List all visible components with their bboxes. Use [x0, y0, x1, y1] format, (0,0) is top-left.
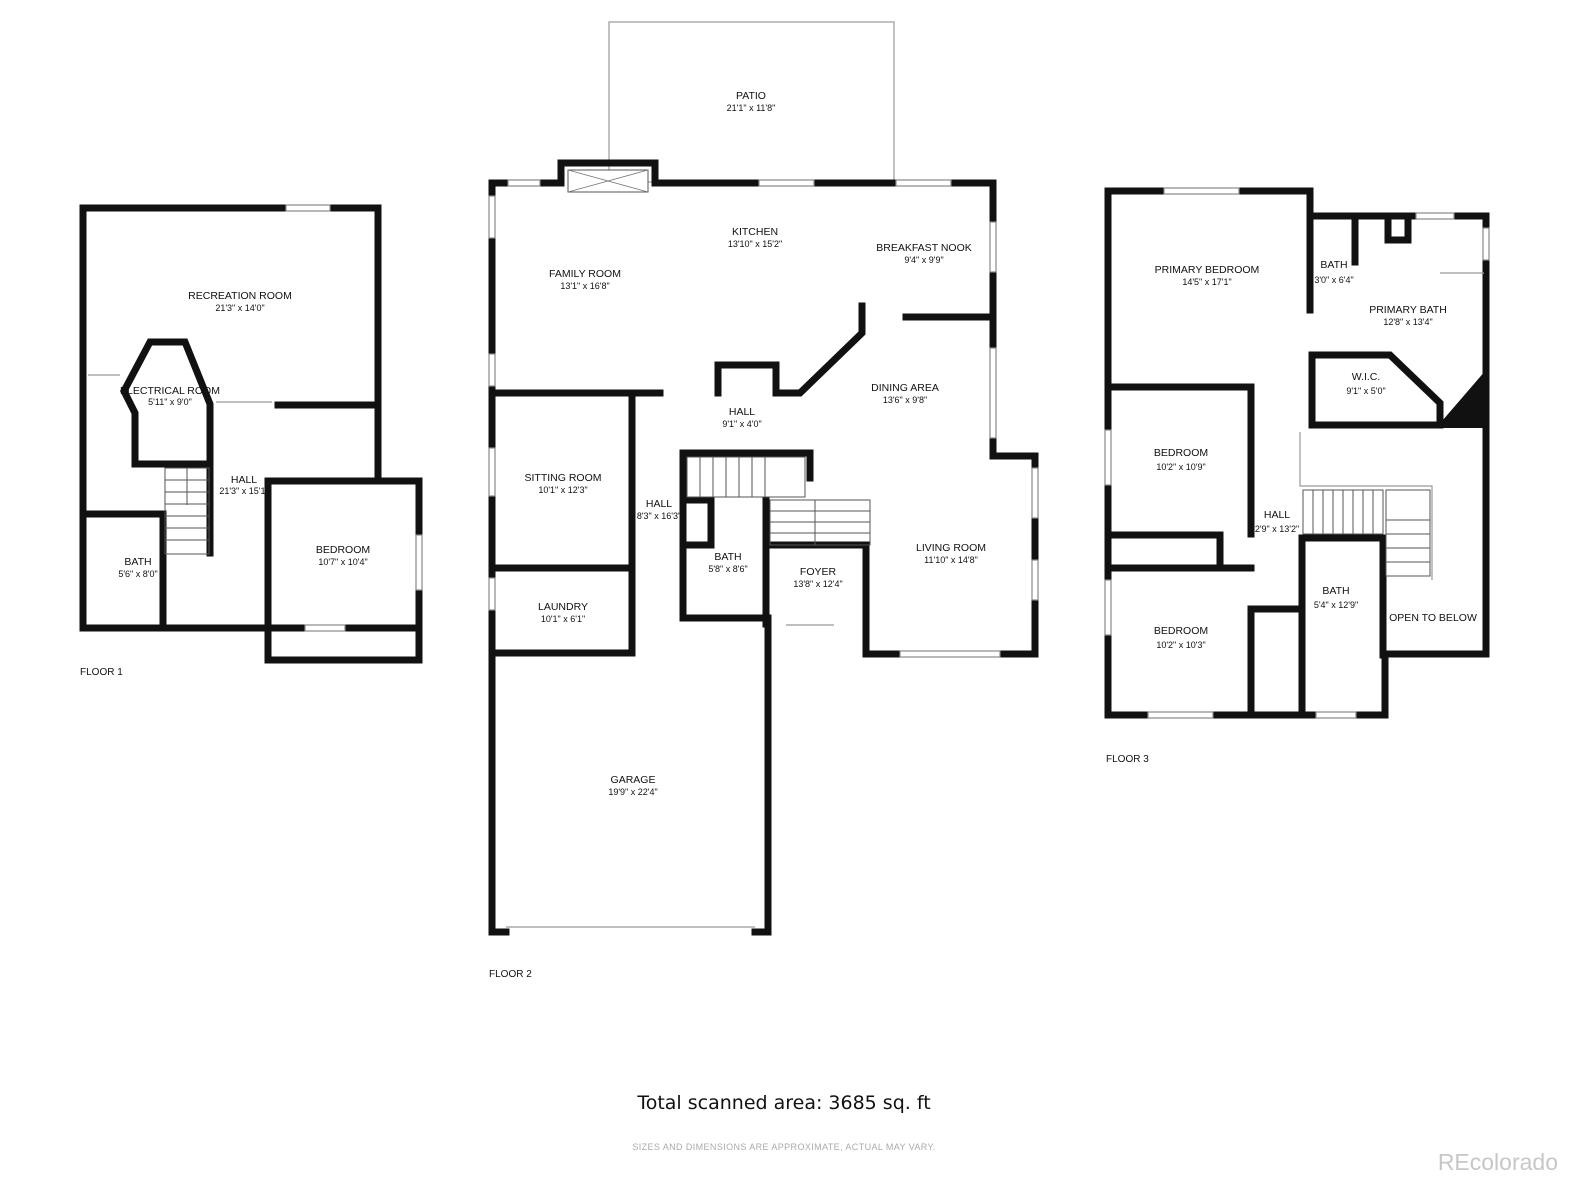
room-dimensions: 10'1" x 6'1" — [541, 614, 585, 624]
room-dimensions: 8'3" x 16'3" — [637, 511, 681, 521]
floor-3-label: FLOOR 3 — [1106, 754, 1149, 765]
room-dimensions: 13'10" x 15'2" — [728, 239, 782, 249]
room-name: LAUNDRY — [538, 601, 588, 613]
room-name: HALL — [646, 498, 672, 510]
room-name: FOYER — [800, 566, 837, 578]
disclaimer: SIZES AND DIMENSIONS ARE APPROXIMATE, AC… — [632, 1142, 935, 1152]
room-name: SITTING ROOM — [525, 472, 602, 484]
room-name: DINING AREA — [871, 382, 939, 394]
room-dimensions: 14'5" x 17'1" — [1182, 277, 1231, 287]
room-name: KITCHEN — [732, 226, 778, 238]
room-dimensions: 21'3" x 15'1" — [219, 486, 268, 496]
room-dimensions: 21'3" x 14'0" — [215, 303, 264, 313]
room-dimensions: 13'6" x 9'8" — [883, 395, 927, 405]
room-dimensions: 9'1" x 4'0" — [722, 419, 761, 429]
room-name: BATH — [1320, 259, 1347, 271]
total-area: Total scanned area: 3685 sq. ft — [636, 1092, 930, 1114]
room-name: BATH — [714, 551, 741, 563]
floor-1-plan — [79, 204, 423, 664]
brand-logo: REcolorado — [1438, 1149, 1558, 1175]
floor-1-label: FLOOR 1 — [80, 667, 123, 678]
room-dimensions: 21'1" x 11'8" — [727, 103, 776, 113]
room-dimensions: 19'9" x 22'4" — [608, 787, 657, 797]
room-dimensions: 5'11" x 9'0" — [148, 397, 192, 407]
room-dimensions: 10'2" x 10'9" — [1156, 462, 1205, 472]
room-dimensions: 13'1" x 16'8" — [560, 281, 609, 291]
room-dimensions: 3'0" x 6'4" — [1314, 275, 1353, 285]
room-name: RECREATION ROOM — [188, 290, 292, 302]
room-dimensions: 5'4" x 12'9" — [1314, 600, 1358, 610]
floor-3-plan — [1104, 187, 1490, 719]
room-name: HALL — [1264, 509, 1290, 521]
room-name: ELECTRICAL ROOM — [120, 385, 220, 397]
room-name: BEDROOM — [1154, 625, 1208, 637]
room-name: FAMILY ROOM — [549, 268, 621, 280]
room-name: LIVING ROOM — [916, 542, 986, 554]
floor-2-plan — [488, 21, 1039, 936]
room-dimensions: 12'8" x 13'4" — [1383, 317, 1432, 327]
room-dimensions: 5'6" x 8'0" — [118, 569, 157, 579]
room-name: BEDROOM — [1154, 447, 1208, 459]
room-labels: RECREATION ROOM 21'3" x 14'0" ELECTRICAL… — [80, 90, 1558, 1175]
room-name: GARAGE — [611, 774, 656, 786]
room-name: W.I.C. — [1352, 371, 1381, 383]
room-dimensions: 9'1" x 5'0" — [1346, 386, 1385, 396]
room-dimensions: 9'4" x 9'9" — [904, 255, 943, 265]
room-dimensions: 5'8" x 8'6" — [708, 564, 747, 574]
room-dimensions: 2'9" x 13'2" — [1255, 524, 1299, 534]
room-name: PATIO — [736, 90, 766, 102]
room-name: BATH — [124, 556, 151, 568]
room-name: HALL — [729, 406, 755, 418]
room-name: BATH — [1322, 585, 1349, 597]
floor-2-label: FLOOR 2 — [489, 969, 532, 980]
room-name: HALL — [231, 474, 257, 486]
room-name: PRIMARY BEDROOM — [1155, 264, 1260, 276]
room-dimensions: 10'1" x 12'3" — [538, 485, 587, 495]
room-dimensions: 11'10" x 14'8" — [924, 555, 978, 565]
room-name: PRIMARY BATH — [1369, 304, 1447, 316]
room-name: BEDROOM — [316, 544, 370, 556]
room-name: BREAKFAST NOOK — [876, 242, 972, 254]
room-dimensions: 13'8" x 12'4" — [793, 579, 842, 589]
room-name: OPEN TO BELOW — [1389, 612, 1477, 624]
room-dimensions: 10'2" x 10'3" — [1156, 640, 1205, 650]
room-dimensions: 10'7" x 10'4" — [318, 557, 367, 567]
